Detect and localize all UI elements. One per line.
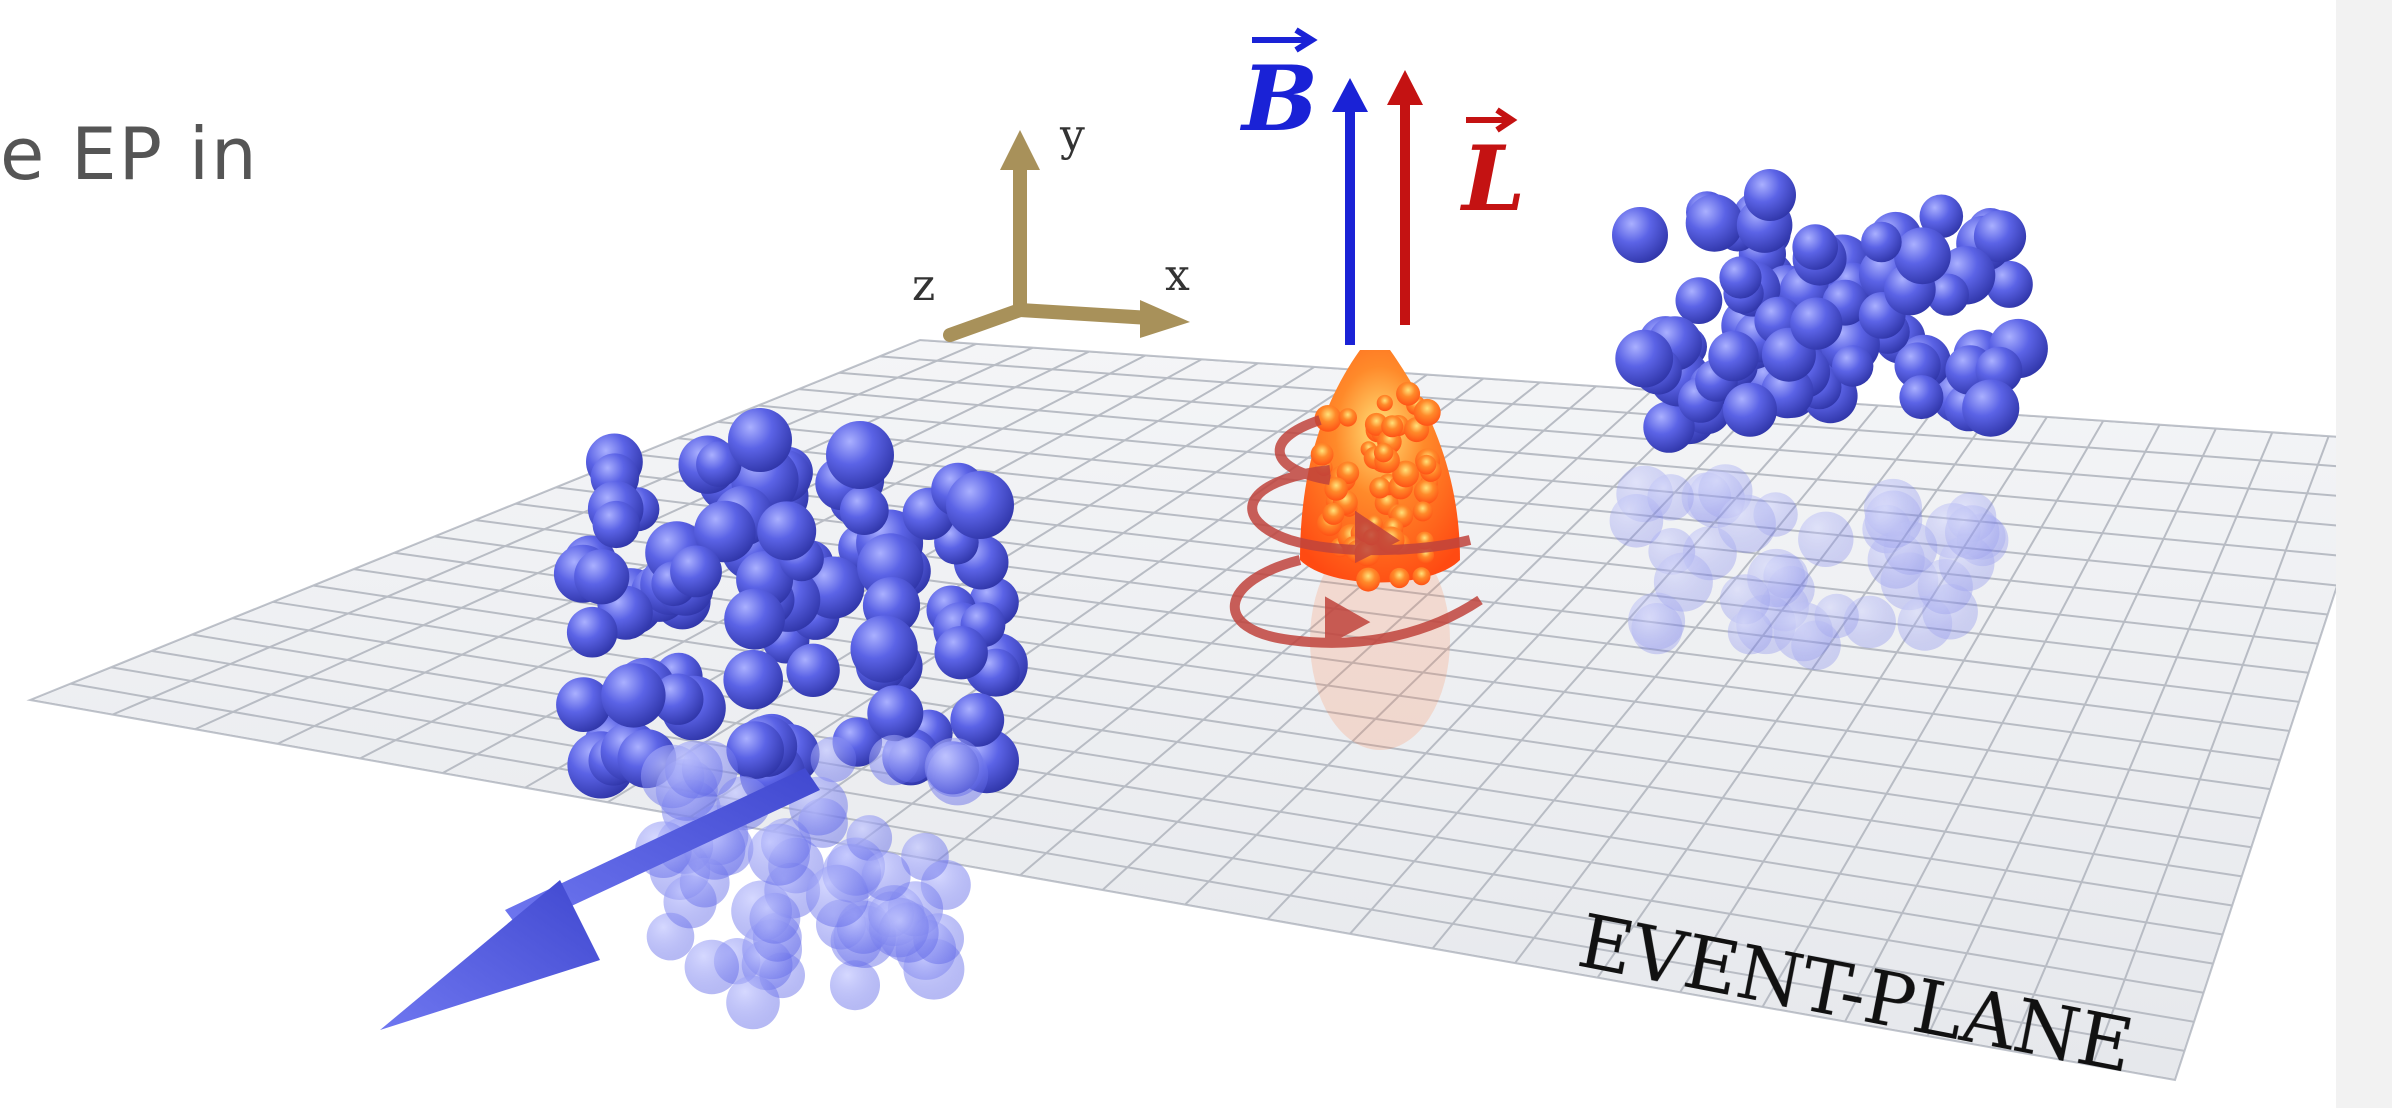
- spectator-nucleus-right: [1612, 169, 2048, 453]
- momentum-arrow: [380, 768, 820, 1030]
- axis-label-z: z: [912, 260, 935, 311]
- field-vectors: B L: [1239, 27, 1525, 345]
- axes-triad: y x z: [912, 110, 1190, 342]
- l-vector-label: L: [1459, 126, 1525, 232]
- event-plane: [26, 338, 2387, 1082]
- axis-label-y: y: [1059, 110, 1085, 161]
- slide-title-fragment: e EP in: [0, 112, 259, 196]
- axis-label-x: x: [1165, 250, 1190, 301]
- rotation-arrows: [1229, 415, 1483, 648]
- b-vector-label: B: [1239, 46, 1318, 152]
- side-panel: [2336, 0, 2392, 1108]
- spectator-nucleus-left: [553, 408, 1028, 1030]
